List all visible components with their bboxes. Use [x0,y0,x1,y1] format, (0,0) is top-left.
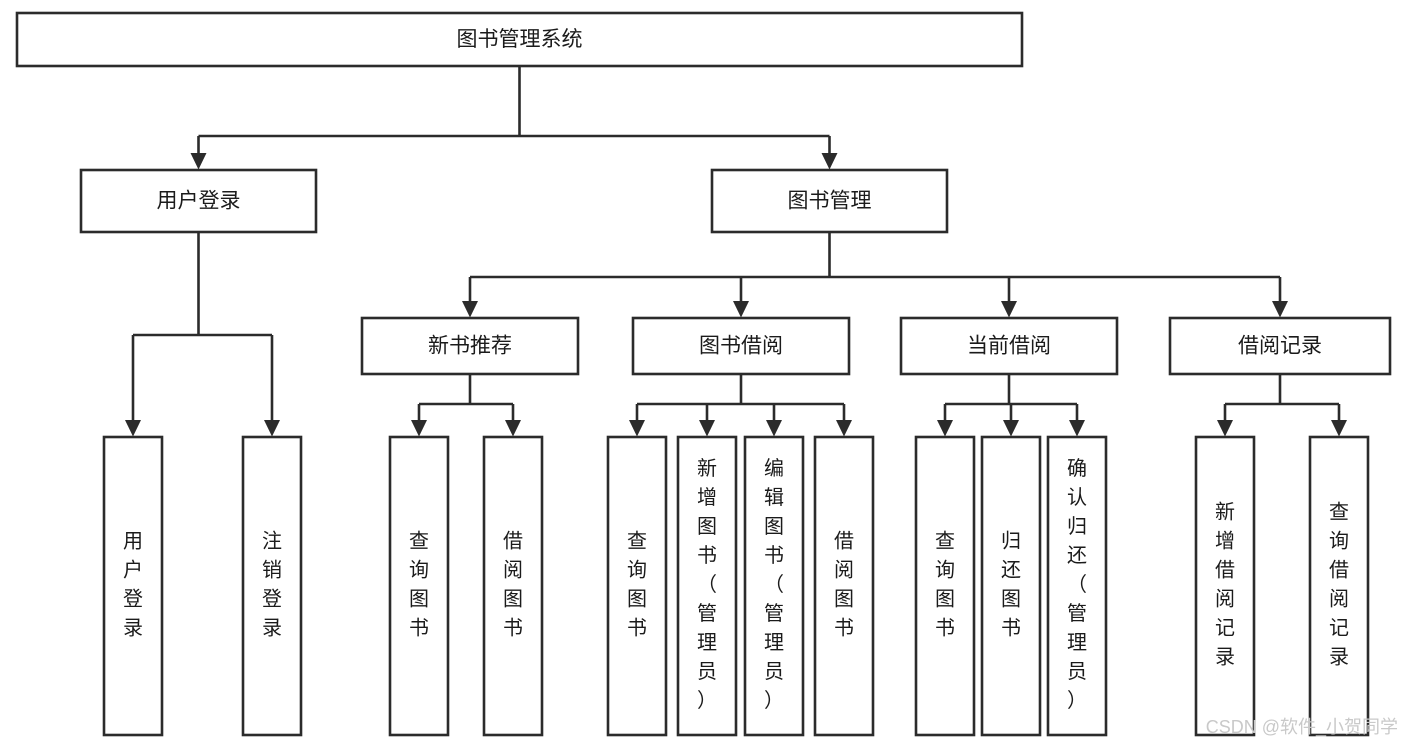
node-user-login[interactable]: 用户登录 [79,168,318,234]
node-box[interactable] [1168,316,1392,376]
node-label: 图书借阅 [699,335,783,358]
arrow-head-icon [1069,420,1085,437]
node-leaf-query-book-recommend[interactable]: 查询图书 [388,435,450,737]
node-label: 查询借阅记录 [1329,501,1349,669]
connector-bookmanage-to-level2 [462,232,1288,318]
node-label: 借阅图书 [834,530,854,640]
arrow-head-icon [1272,301,1288,318]
arrow-head-icon [766,420,782,437]
csdn-watermark: CSDN @软件_小贺同学 [1206,717,1398,738]
arrow-head-icon [505,420,521,437]
node-current-borrow[interactable]: 当前借阅 [899,316,1119,376]
connector-borrow-to-leaves [629,374,852,437]
node-label: 查询图书 [409,530,429,640]
node-box[interactable] [1046,435,1108,737]
node-leaf-return-book[interactable]: 归还图书 [980,435,1042,737]
arrow-head-icon [629,420,645,437]
connector-record-to-leaves [1217,374,1347,437]
node-layer: 图书管理系统用户登录图书管理新书推荐图书借阅当前借阅借阅记录用户登录注销登录查询… [15,11,1392,737]
node-book-manage[interactable]: 图书管理 [710,168,949,234]
node-label: 当前借阅 [967,335,1051,358]
node-box[interactable] [15,11,1024,68]
node-leaf-query-borrow-record[interactable]: 查询借阅记录 [1308,435,1370,737]
bracket-glyph: ） [764,689,784,712]
arrow-head-icon [937,420,953,437]
node-borrow-record[interactable]: 借阅记录 [1168,316,1392,376]
node-leaf-add-borrow-record[interactable]: 新增借阅记录 [1194,435,1256,737]
node-box[interactable] [606,435,668,737]
node-label: 编辑图书（管理员） [764,457,784,712]
arrow-head-icon [264,420,280,437]
bracket-glyph: （ [697,573,717,596]
arrow-head-icon [462,301,478,318]
node-label: 查询图书 [935,530,955,640]
node-label: 新书推荐 [428,335,512,358]
node-label: 用户登录 [157,190,241,213]
node-label: 借阅记录 [1238,335,1322,358]
node-leaf-query-book-borrow[interactable]: 查询图书 [606,435,668,737]
node-label: 借阅图书 [503,530,523,640]
node-box[interactable] [813,435,875,737]
node-leaf-query-book-current[interactable]: 查询图书 [914,435,976,737]
node-box[interactable] [388,435,450,737]
arrow-head-icon [190,153,207,170]
connector-root-to-level1 [190,66,838,170]
node-box[interactable] [914,435,976,737]
node-box[interactable] [710,168,949,234]
arrow-head-icon [733,301,749,318]
node-box[interactable] [676,435,738,737]
node-book-borrow[interactable]: 图书借阅 [631,316,851,376]
arrow-head-icon [125,420,141,437]
bracket-glyph: ） [697,689,717,712]
node-box[interactable] [899,316,1119,376]
node-box[interactable] [631,316,851,376]
connector-userlogin-to-leaves [125,232,280,437]
node-leaf-logout[interactable]: 注销登录 [241,435,303,737]
bracket-glyph: （ [1067,573,1087,596]
node-label: 注销登录 [262,530,282,640]
node-box[interactable] [79,168,318,234]
node-leaf-add-book[interactable]: 新增图书（管理员） [676,435,738,737]
node-leaf-edit-book[interactable]: 编辑图书（管理员） [743,435,805,737]
node-label: 图书管理 [788,190,872,213]
node-label: 查询图书 [627,530,647,640]
node-box[interactable] [360,316,580,376]
arrow-head-icon [1003,420,1019,437]
node-label: 新增借阅记录 [1215,501,1235,669]
bracket-glyph: （ [764,573,784,596]
node-leaf-borrow-book-recommend[interactable]: 借阅图书 [482,435,544,737]
node-label: 图书管理系统 [457,28,583,51]
node-box[interactable] [980,435,1042,737]
arrow-head-icon [1331,420,1347,437]
arrow-head-icon [411,420,427,437]
node-box[interactable] [1194,435,1256,737]
arrow-head-icon [699,420,715,437]
node-box[interactable] [743,435,805,737]
arrow-head-icon [821,153,838,170]
node-box[interactable] [482,435,544,737]
node-leaf-user-login[interactable]: 用户登录 [102,435,164,737]
node-leaf-confirm-return[interactable]: 确认归还（管理员） [1046,435,1108,737]
node-root[interactable]: 图书管理系统 [15,11,1024,68]
bracket-glyph: ） [1067,689,1087,712]
node-label: 归还图书 [1001,530,1021,640]
arrow-head-icon [836,420,852,437]
node-label: 确认归还（管理员） [1067,457,1087,712]
node-label: 用户登录 [123,531,143,640]
arrow-head-icon [1217,420,1233,437]
node-leaf-borrow-book[interactable]: 借阅图书 [813,435,875,737]
connector-layer [125,66,1347,437]
node-box[interactable] [1308,435,1370,737]
node-box[interactable] [241,435,303,737]
node-label: 新增图书（管理员） [697,457,717,712]
connector-recommend-to-leaves [411,374,521,437]
node-box[interactable] [102,435,164,737]
connector-current-to-leaves [937,374,1085,437]
arrow-head-icon [1001,301,1017,318]
node-new-book-recommend[interactable]: 新书推荐 [360,316,580,376]
